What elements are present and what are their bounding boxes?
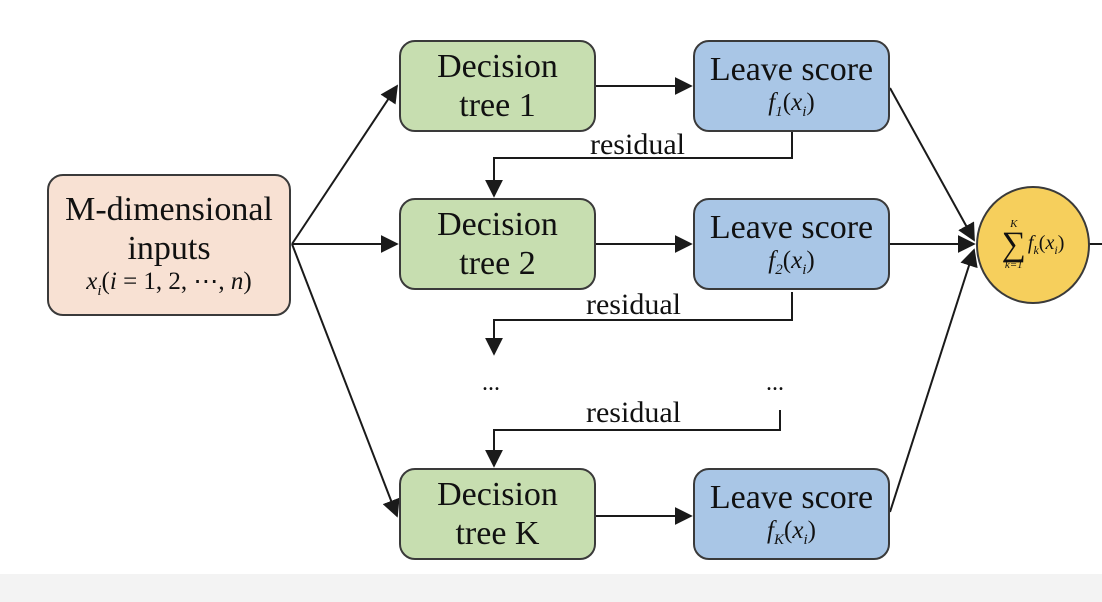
residual-label-2: residual xyxy=(586,288,681,321)
leaf-formula: fK(xi) xyxy=(767,517,816,549)
input-box: M-dimensional inputs xi(i = 1, 2, ⋯, n) xyxy=(47,174,291,316)
bottom-strip xyxy=(0,574,1102,602)
tree-label-line-1: Decision xyxy=(437,475,558,513)
leaf-title: Leave score xyxy=(709,209,874,247)
arrow-leaf-1-to-sum xyxy=(889,87,975,242)
input-formula: xi(i = 1, 2, ⋯, n) xyxy=(86,267,252,299)
summation-symbol: K ∑ k=1 xyxy=(1001,217,1026,272)
residual-path-2 xyxy=(485,292,793,356)
sum-expression: fk(xi) xyxy=(1027,232,1065,257)
input-line-2: inputs xyxy=(127,229,211,267)
leaf-title: Leave score xyxy=(709,479,874,517)
residual-label-1: residual xyxy=(590,128,685,161)
residual-path-3 xyxy=(485,410,781,468)
residual-path-1 xyxy=(485,132,793,198)
arrow-input-to-tree-k xyxy=(291,243,400,518)
arrow-input-to-tree-1 xyxy=(291,84,398,245)
leaf-box-k: Leave score fK(xi) xyxy=(693,468,890,560)
leaf-box-2: Leave score f2(xi) xyxy=(693,198,890,290)
ellipsis-left: ... xyxy=(482,370,500,396)
leaf-title: Leave score xyxy=(709,51,874,89)
tree-box-k: Decision tree K xyxy=(399,468,596,560)
tree-label-line-2: tree 1 xyxy=(459,87,536,124)
leaf-formula: f2(xi) xyxy=(768,247,815,279)
residual-label-3: residual xyxy=(586,396,681,429)
tree-label-line-2: tree 2 xyxy=(459,245,536,282)
sum-node: K ∑ k=1 fk(xi) xyxy=(976,186,1090,304)
tree-box-2: Decision tree 2 xyxy=(399,198,596,290)
arrow-leaf-k-to-sum xyxy=(889,248,978,513)
tree-label-line-1: Decision xyxy=(437,205,558,243)
input-line-1: M-dimensional xyxy=(65,190,273,228)
tree-label-line-2: tree K xyxy=(455,515,540,552)
ellipsis-right: ... xyxy=(766,370,784,396)
leaf-formula: f1(xi) xyxy=(768,89,815,121)
tree-label-line-1: Decision xyxy=(437,47,558,85)
leaf-box-1: Leave score f1(xi) xyxy=(693,40,890,132)
tree-box-1: Decision tree 1 xyxy=(399,40,596,132)
